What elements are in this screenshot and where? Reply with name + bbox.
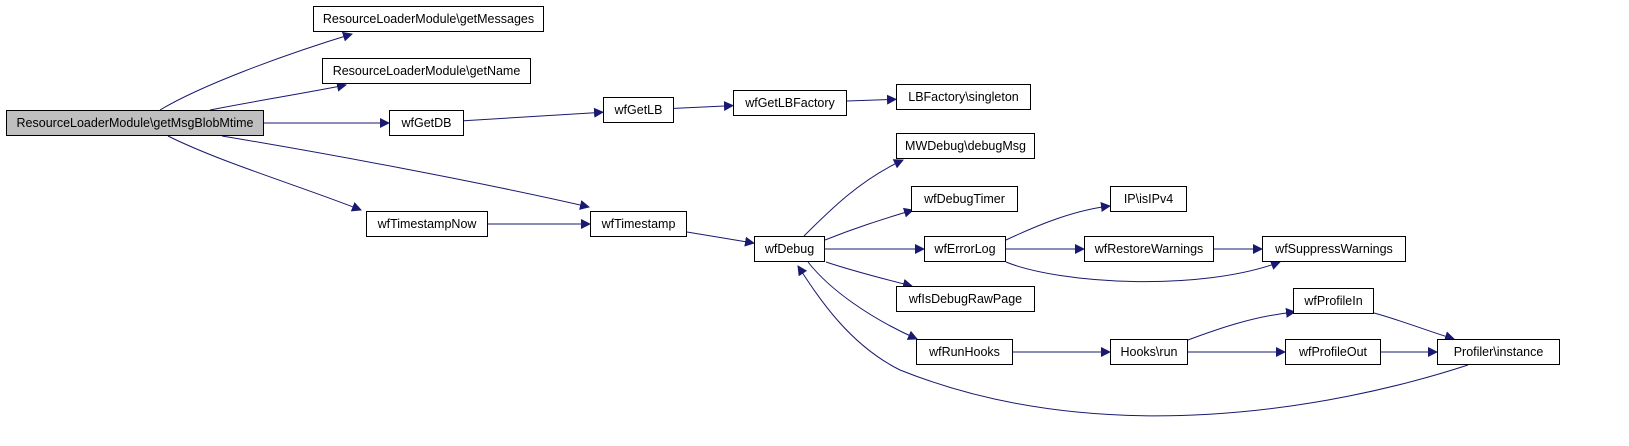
graph-node-n6[interactable]: LBFactory\singleton: [896, 84, 1031, 110]
graph-node-label: Profiler\instance: [1453, 345, 1544, 359]
graph-node-label: LBFactory\singleton: [908, 90, 1019, 104]
graph-node-label: wfGetLB: [614, 103, 663, 117]
graph-node-n1[interactable]: ResourceLoaderModule\getMessages: [313, 6, 544, 32]
graph-node-n5[interactable]: wfGetLBFactory: [733, 90, 847, 116]
graph-node-n15[interactable]: wfIsDebugRawPage: [896, 286, 1035, 312]
edge-n8-n9: [803, 159, 904, 237]
edge-n0-n21: [167, 135, 362, 212]
graph-node-n0: ResourceLoaderModule\getMsgBlobMtime: [6, 110, 264, 136]
graph-node-label: wfRestoreWarnings: [1094, 242, 1204, 256]
edge-n18-n19: [1373, 312, 1455, 342]
edge-n4-n5: [673, 101, 734, 112]
graph-node-label: wfRunHooks: [929, 345, 1000, 359]
edge-n7-n8: [686, 231, 755, 247]
graph-node-label: wfDebug: [764, 242, 815, 256]
graph-node-n12[interactable]: IP\isIPv4: [1110, 186, 1187, 212]
graph-node-n3[interactable]: wfGetDB: [389, 110, 464, 136]
edge-n0-n2: [209, 81, 347, 111]
edge-n8-n16: [807, 261, 918, 340]
graph-node-label: ResourceLoaderModule\getName: [332, 64, 521, 78]
graph-node-n7[interactable]: wfTimestamp: [590, 211, 687, 237]
graph-node-n19[interactable]: Profiler\instance: [1437, 339, 1560, 365]
graph-node-n21[interactable]: wfTimestampNow: [366, 211, 488, 237]
graph-node-n20[interactable]: wfProfileOut: [1285, 339, 1381, 365]
graph-node-label: wfTimestamp: [601, 217, 676, 231]
graph-node-label: wfProfileOut: [1298, 345, 1368, 359]
edge-n11-n14: [1005, 260, 1281, 283]
graph-node-n2[interactable]: ResourceLoaderModule\getName: [322, 58, 531, 84]
graph-node-label: wfIsDebugRawPage: [908, 292, 1023, 306]
edge-n8-n15: [825, 261, 913, 289]
graph-node-label: Hooks\run: [1120, 345, 1178, 359]
edge-n0-n1: [159, 31, 353, 111]
graph-node-n17[interactable]: Hooks\run: [1110, 339, 1188, 365]
graph-node-label: wfGetDB: [401, 116, 452, 130]
graph-node-label: wfDebugTimer: [924, 192, 1005, 206]
graph-node-n9[interactable]: MWDebug\debugMsg: [896, 133, 1035, 159]
graph-node-n11[interactable]: wfErrorLog: [924, 236, 1006, 262]
graph-node-n14[interactable]: wfSuppressWarnings: [1262, 236, 1406, 262]
edge-n5-n6: [846, 94, 897, 105]
graph-node-n10[interactable]: wfDebugTimer: [911, 186, 1018, 212]
graph-node-label: ResourceLoaderModule\getMsgBlobMtime: [16, 116, 254, 130]
edge-n0-n7: [221, 135, 590, 210]
graph-node-label: wfSuppressWarnings: [1275, 242, 1393, 256]
graph-node-n18[interactable]: wfProfileIn: [1293, 288, 1374, 314]
graph-node-n16[interactable]: wfRunHooks: [916, 339, 1013, 365]
graph-node-label: ResourceLoaderModule\getMessages: [322, 12, 535, 26]
graph-node-label: wfGetLBFactory: [745, 96, 835, 110]
graph-node-label: MWDebug\debugMsg: [905, 139, 1026, 153]
edge-n19-n8: [797, 265, 1469, 417]
edge-n8-n10: [824, 207, 914, 241]
edge-n11-n12: [1005, 202, 1111, 241]
graph-node-label: wfProfileIn: [1304, 294, 1363, 308]
graph-node-n13[interactable]: wfRestoreWarnings: [1084, 236, 1214, 262]
graph-node-label: wfErrorLog: [934, 242, 996, 256]
graph-node-n4[interactable]: wfGetLB: [603, 97, 674, 123]
graph-node-label: IP\isIPv4: [1123, 192, 1174, 206]
graph-node-label: wfTimestampNow: [377, 217, 477, 231]
edge-n3-n4: [463, 107, 604, 122]
graph-node-n8[interactable]: wfDebug: [754, 236, 825, 262]
edge-n17-n18: [1187, 307, 1296, 341]
